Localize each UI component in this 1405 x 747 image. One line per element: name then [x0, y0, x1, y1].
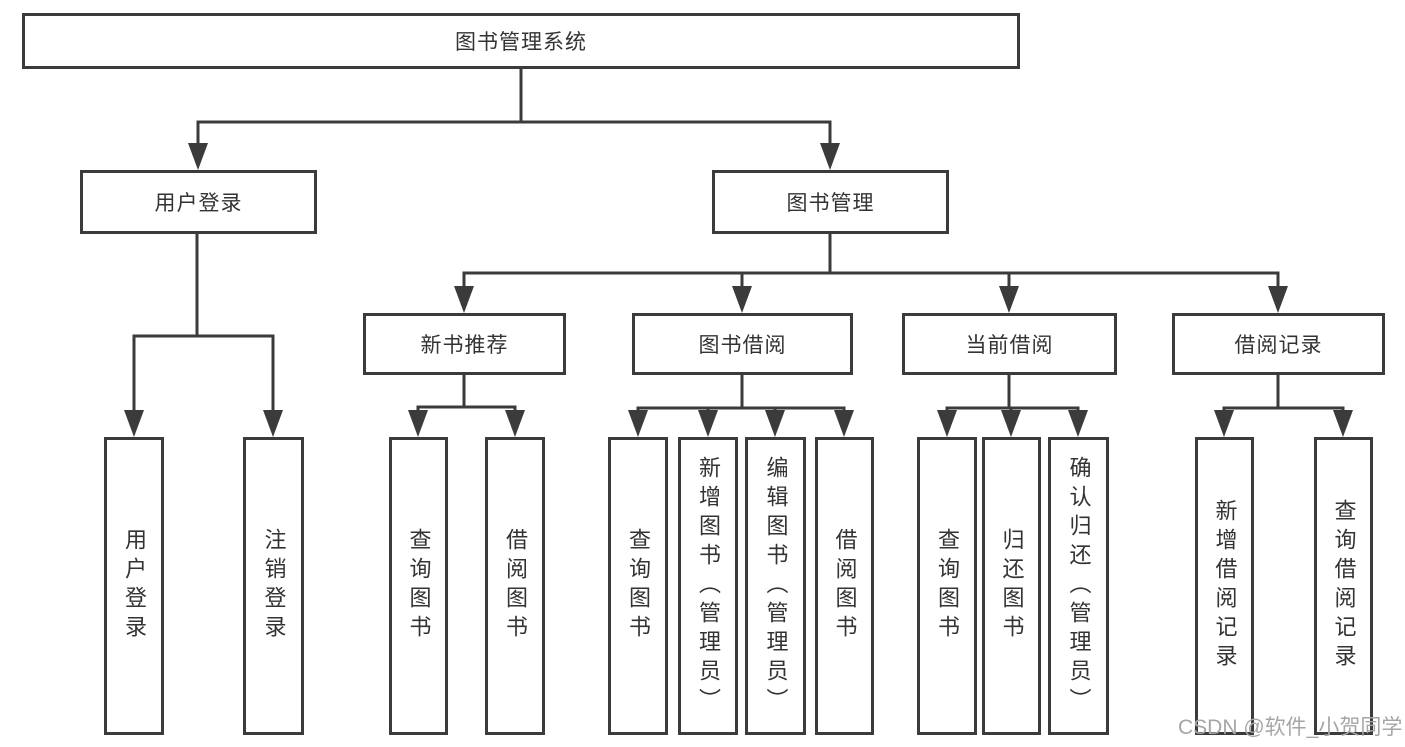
connector-root	[188, 68, 840, 170]
node-borrowing-records: 借阅记录	[1172, 313, 1385, 375]
node-leaf-borrow-books: 借阅图书	[815, 437, 874, 735]
node-leaf-user-login: 用户登录	[104, 437, 164, 735]
leaf-label: 查询图书	[935, 528, 960, 644]
connector-borrowing-records	[1214, 374, 1353, 437]
leaf-label: 查询图书	[626, 528, 651, 644]
leaf-label: 注销登录	[261, 528, 287, 644]
node-new-book-recommend: 新书推荐	[363, 313, 566, 375]
node-leaf-add-borrow-record: 新增借阅记录	[1195, 437, 1254, 735]
node-user-login: 用户登录	[80, 170, 317, 234]
connector-book-borrowing	[628, 374, 854, 437]
leaf-label: 查询图书	[406, 528, 432, 644]
leaf-label: 归还图书	[999, 528, 1025, 644]
node-leaf-query-books-recommend: 查询图书	[389, 437, 448, 735]
node-root-system: 图书管理系统	[22, 13, 1020, 69]
leaf-label: 借阅图书	[503, 528, 528, 644]
leaf-label: 查询借阅记录	[1331, 499, 1357, 673]
node-leaf-query-books-current: 查询图书	[917, 437, 977, 735]
connector-new-book-recommend	[408, 374, 525, 437]
leaf-label: 确认归还（管理员）	[1066, 455, 1092, 717]
csdn-watermark: CSDN @软件_小贺同学	[1178, 716, 1403, 739]
leaf-label: 编辑图书（管理员）	[763, 455, 789, 717]
node-leaf-confirm-return-admin: 确认归还（管理员）	[1048, 437, 1109, 735]
node-leaf-query-books-borrowing: 查询图书	[608, 437, 668, 735]
leaf-label: 用户登录	[122, 528, 147, 644]
leaf-label: 新增图书（管理员）	[696, 455, 721, 717]
node-current-borrowing: 当前借阅	[902, 313, 1117, 375]
node-leaf-edit-books-admin: 编辑图书（管理员）	[745, 437, 806, 735]
node-leaf-add-books-admin: 新增图书（管理员）	[678, 437, 738, 735]
node-book-management: 图书管理	[712, 170, 949, 234]
connector-current-borrowing	[937, 374, 1088, 437]
connector-user-login	[124, 233, 283, 437]
node-book-borrowing: 图书借阅	[632, 313, 853, 375]
node-leaf-return-books: 归还图书	[982, 437, 1041, 735]
leaf-label: 借阅图书	[832, 528, 858, 644]
node-leaf-logout: 注销登录	[243, 437, 304, 735]
node-leaf-borrow-books-recommend: 借阅图书	[485, 437, 545, 735]
node-leaf-query-borrow-record: 查询借阅记录	[1314, 437, 1373, 735]
connector-book-management	[454, 233, 1288, 313]
leaf-label: 新增借阅记录	[1212, 499, 1238, 673]
